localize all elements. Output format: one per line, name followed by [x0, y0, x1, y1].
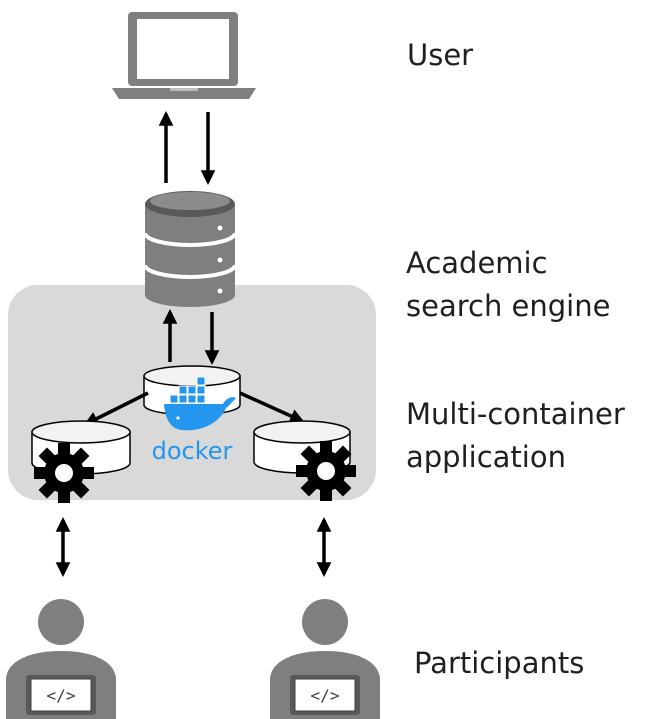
code-icon: </>: [47, 686, 76, 705]
label-search-engine: Academic search engine: [406, 242, 610, 328]
gear-icon-left: [34, 443, 94, 503]
gear-icon-right: [296, 441, 356, 501]
arrow-to-left-container: [83, 391, 149, 426]
label-multi-container-line2: application: [406, 440, 566, 474]
docker-wordmark: docker: [152, 437, 233, 465]
label-multi-container-line1: Multi-container: [406, 397, 625, 431]
database-icon: [143, 191, 237, 307]
arrow-to-right-container: [239, 391, 305, 423]
label-search-engine-line1: Academic: [406, 246, 548, 280]
label-multi-container: Multi-container application: [406, 393, 625, 479]
label-user: User: [407, 38, 474, 72]
label-search-engine-line2: search engine: [406, 289, 611, 323]
person-icon-left: </>: [6, 599, 116, 719]
code-icon: </>: [311, 686, 340, 705]
person-icon-right: </>: [270, 599, 380, 719]
label-participants: Participants: [414, 646, 585, 680]
laptop-icon: [112, 12, 256, 99]
docker-logo-icon: [164, 376, 236, 431]
